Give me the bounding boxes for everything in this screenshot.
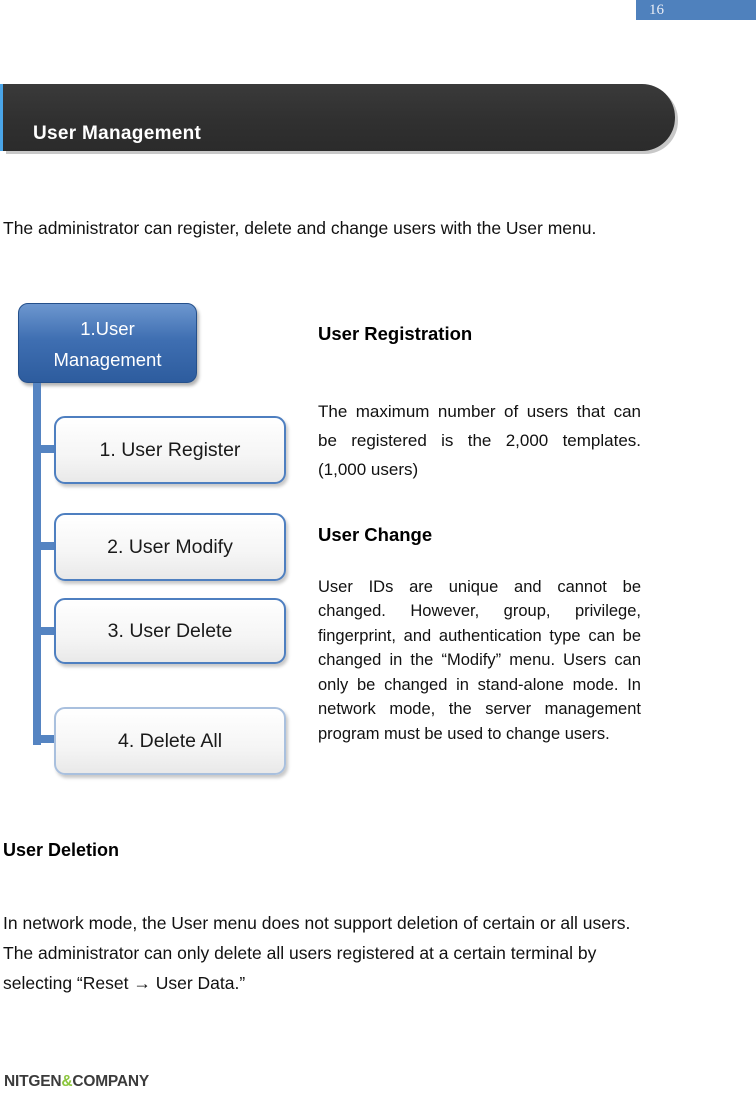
company-logo: NITGEN&COMPANY (4, 1073, 149, 1091)
section-heading-user-change: User Change (318, 524, 433, 545)
tree-connector-stub (41, 627, 55, 635)
menu-node-user-management: 1.User Management (18, 303, 197, 383)
menu-node-user-modify: 2. User Modify (54, 513, 286, 581)
tree-connector-vertical (33, 383, 41, 745)
page-title: User Management (33, 123, 202, 144)
page-number: 16 (649, 2, 664, 18)
logo-company: COMPANY (72, 1073, 150, 1090)
section-header-banner: User Management (3, 84, 675, 151)
intro-paragraph: The administrator can register, delete a… (3, 217, 597, 238)
tree-connector-stub (41, 542, 55, 550)
menu-node-delete-all: 4. Delete All (54, 707, 286, 775)
tree-connector-stub (41, 445, 55, 453)
section-body-user-registration: The maximum number of users that can be … (318, 402, 641, 479)
logo-ampersand: & (61, 1073, 73, 1090)
menu-node-user-register: 1. User Register (54, 416, 286, 484)
menu-node-label-line2: Management (53, 349, 162, 370)
menu-node-label-line1: 1.User (80, 318, 135, 339)
section-heading-user-deletion: User Deletion (3, 840, 120, 860)
page-number-bar: 16 (636, 0, 756, 20)
tree-connector-stub (41, 735, 55, 743)
section-heading-user-registration: User Registration (318, 323, 473, 344)
section-body-user-deletion: In network mode, the User menu does not … (3, 912, 631, 993)
menu-node-user-delete: 3. User Delete (54, 598, 286, 664)
logo-nitgen: NITGEN (4, 1073, 62, 1090)
section-body-user-change: User IDs are unique and cannot be change… (318, 577, 641, 743)
